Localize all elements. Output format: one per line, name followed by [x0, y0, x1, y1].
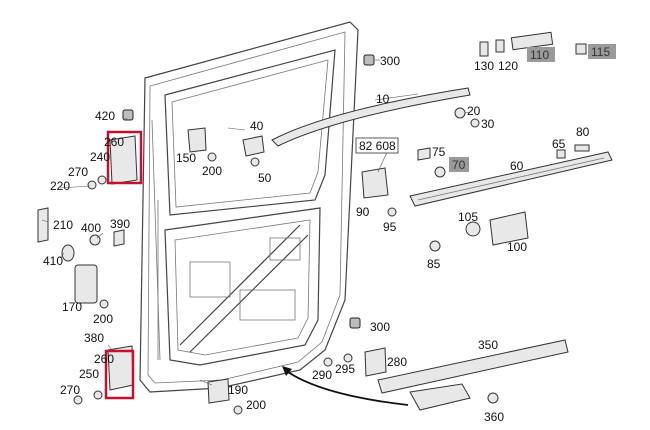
- label-390: 390: [110, 217, 130, 231]
- label-250: 250: [79, 367, 99, 381]
- label-30: 30: [481, 117, 495, 131]
- label-260-upper: 260: [104, 135, 124, 149]
- label-100: 100: [507, 240, 527, 254]
- label-70: 70: [452, 158, 466, 172]
- door-shell: [139, 21, 359, 393]
- lower-guide-rail-inner: [417, 157, 605, 201]
- label-40: 40: [250, 119, 264, 133]
- label-360: 360: [484, 410, 504, 424]
- arrow-head: [282, 366, 292, 376]
- label-105: 105: [458, 210, 478, 224]
- label-110: 110: [530, 48, 549, 62]
- label-20: 20: [467, 104, 481, 118]
- label-130: 130: [474, 59, 494, 73]
- label-290: 290: [312, 368, 332, 382]
- label-120: 120: [498, 59, 518, 73]
- label-200-lower: 200: [246, 398, 266, 412]
- label-300-bottom: 300: [370, 320, 390, 334]
- label-box-82608: [355, 137, 399, 154]
- label-220: 220: [50, 179, 70, 193]
- label-170: 170: [62, 300, 82, 314]
- label-50: 50: [258, 171, 272, 185]
- label-270-lower: 270: [60, 383, 80, 397]
- label-150: 150: [176, 151, 196, 165]
- label-420: 420: [95, 109, 115, 123]
- label-270-upper: 270: [68, 165, 88, 179]
- label-80: 80: [576, 125, 590, 139]
- label-260-lower: 260: [94, 352, 114, 366]
- cover-strip: [377, 339, 569, 394]
- label-60: 60: [510, 159, 524, 173]
- shaded-label-bg-115: [588, 44, 616, 59]
- cover-strip-end: [409, 383, 471, 411]
- upper-rail: [271, 87, 471, 147]
- direction-arrow: [284, 369, 409, 406]
- label-115: 115: [591, 45, 610, 59]
- parts: [37, 31, 590, 415]
- label-10: 10: [376, 92, 390, 106]
- label-210: 210: [53, 218, 73, 232]
- label-400: 400: [81, 221, 101, 235]
- label-280: 280: [387, 355, 407, 369]
- label-82608: 82 608: [359, 139, 396, 153]
- label-200-upper: 200: [202, 164, 222, 178]
- shaded-label-bg-110: [527, 47, 555, 62]
- label-85: 85: [427, 257, 441, 271]
- highlight-box-lower-hinge: [104, 349, 135, 400]
- leader-lines: [41, 59, 471, 386]
- label-75: 75: [432, 145, 446, 159]
- label-410: 410: [43, 254, 63, 268]
- label-295: 295: [335, 362, 355, 376]
- label-350: 350: [478, 338, 498, 352]
- label-190: 190: [228, 383, 248, 397]
- label-380: 380: [84, 331, 104, 345]
- label-300-top: 300: [380, 54, 400, 68]
- highlight-box-upper-hinge: [106, 130, 143, 185]
- shaded-label-bg-70: [449, 157, 469, 172]
- label-240: 240: [90, 150, 110, 164]
- label-65: 65: [552, 137, 566, 151]
- label-200-middle: 200: [93, 312, 113, 326]
- label-90: 90: [356, 205, 370, 219]
- label-95: 95: [383, 220, 397, 234]
